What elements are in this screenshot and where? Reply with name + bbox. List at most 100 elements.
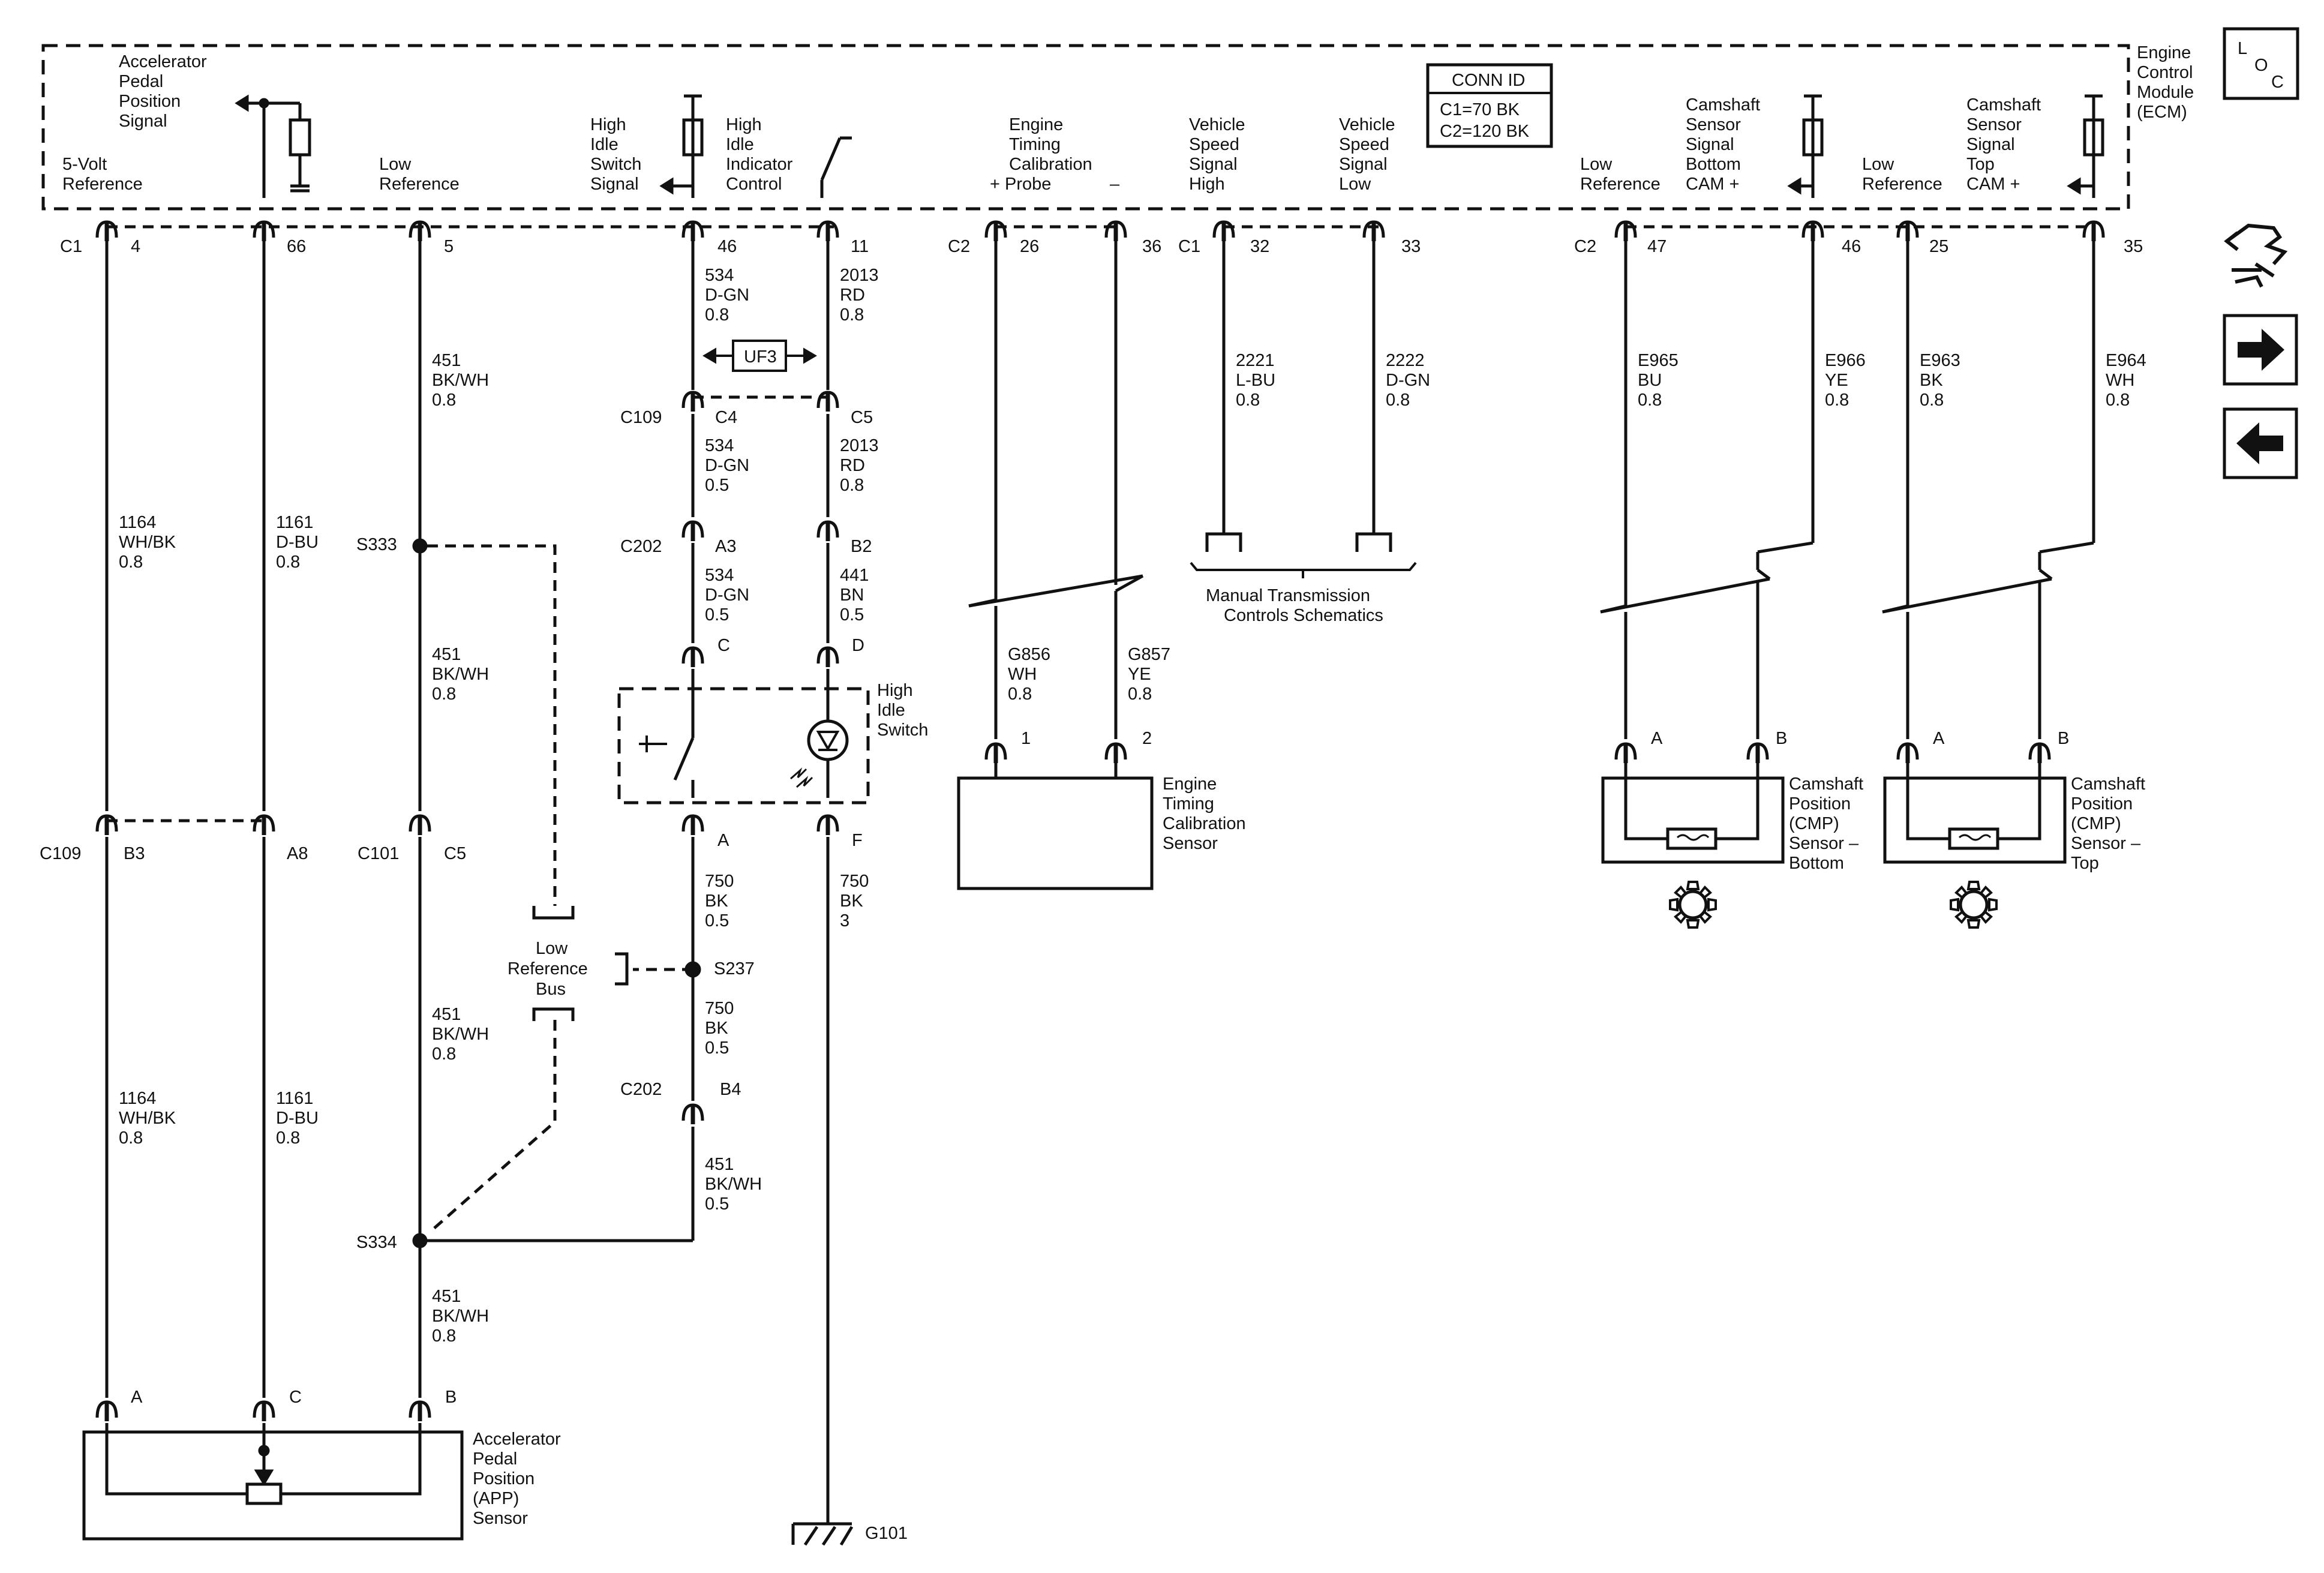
svg-text:YE: YE	[1128, 665, 1151, 684]
conn-app-b: B	[445, 1388, 457, 1407]
svg-text:Idle: Idle	[590, 135, 618, 154]
svg-text:O: O	[2254, 56, 2268, 75]
svg-text:Sensor: Sensor	[473, 1509, 528, 1528]
svg-text:Signal: Signal	[119, 112, 167, 131]
svg-text:0.8: 0.8	[1638, 391, 1662, 410]
svg-text:Reference: Reference	[508, 959, 588, 978]
svg-text:Engine: Engine	[2137, 43, 2191, 62]
conn-c5: C5	[851, 408, 873, 427]
svg-text:Signal: Signal	[1189, 155, 1238, 174]
wire-451-label: 451	[432, 645, 461, 664]
svg-text:0.8: 0.8	[432, 391, 456, 410]
svg-text:RD: RD	[840, 286, 865, 305]
svg-text:BK: BK	[840, 891, 863, 911]
svg-text:WH: WH	[1008, 665, 1037, 684]
conn-c2-label: C2	[948, 237, 970, 256]
wire-e966-label: E966	[1825, 351, 1866, 370]
pin-number: 66	[287, 237, 306, 256]
svg-text:0.8: 0.8	[119, 553, 143, 572]
pin-number: 46	[717, 237, 737, 256]
pin-label-cam-top: Camshaft	[1966, 95, 2041, 115]
svg-text:0.8: 0.8	[840, 305, 864, 325]
ecm-boundary	[41, 44, 2130, 211]
svg-text:BK/WH: BK/WH	[432, 1025, 489, 1044]
svg-text:Switch: Switch	[590, 155, 641, 174]
splice-s333: S333	[356, 535, 397, 554]
svg-text:CONN ID: CONN ID	[1452, 71, 1525, 90]
svg-text:Idle: Idle	[726, 135, 754, 154]
pin-label-vss-high: Vehicle	[1189, 115, 1245, 134]
wire-e963-label: E963	[1920, 351, 1960, 370]
svg-text:Camshaft: Camshaft	[2071, 775, 2145, 794]
pin-number: 33	[1401, 237, 1421, 256]
svg-text:0.5: 0.5	[705, 1194, 729, 1214]
svg-text:Idle: Idle	[877, 701, 905, 720]
svg-text:Position: Position	[473, 1469, 535, 1488]
wire-e964-label: E964	[2106, 351, 2146, 370]
svg-text:(CMP): (CMP)	[2071, 814, 2121, 833]
svg-text:Module: Module	[2137, 83, 2194, 102]
svg-text:Camshaft: Camshaft	[1789, 775, 1863, 794]
svg-text:BK: BK	[705, 891, 728, 911]
svg-text:Pedal: Pedal	[119, 72, 163, 91]
ecm-internal-cam-bottom	[1787, 94, 1824, 198]
pin-label-high-idle-indicator: High	[726, 115, 762, 134]
conn-cmp-a: A	[1933, 729, 1945, 748]
svg-text:Low: Low	[1339, 175, 1371, 194]
svg-text:Position: Position	[1789, 794, 1851, 813]
svg-text:L-BU: L-BU	[1236, 371, 1275, 390]
wire-1164-label: 1164	[119, 513, 156, 532]
pin-label-cam-bottom: Camshaft	[1686, 95, 1760, 115]
pin-label-high-idle-switch-signal: High	[590, 115, 626, 134]
conn-a3: A3	[715, 537, 736, 556]
svg-text:Low: Low	[536, 939, 568, 958]
high-idle-switch: High Idle Switch	[617, 681, 928, 804]
loc-button[interactable]: L O C	[2223, 27, 2299, 100]
svg-text:L: L	[2238, 39, 2247, 58]
svg-text:C2=120 BK: C2=120 BK	[1440, 122, 1530, 141]
conn-app-c: C	[289, 1388, 302, 1407]
ecm-label: Engine Control Module (ECM)	[2137, 43, 2194, 122]
svg-text:Timing: Timing	[1009, 135, 1061, 154]
svg-text:BK/WH: BK/WH	[432, 1307, 489, 1326]
engine-timing-calibration-sensor: Engine Timing Calibration Sensor	[957, 761, 1246, 890]
conn-etc-2: 2	[1142, 729, 1152, 748]
conn-c202: C202	[620, 1080, 662, 1099]
pin-label-low-ref-25: Low	[1862, 155, 1894, 174]
svg-text:BN: BN	[840, 586, 864, 605]
connector-info-icon[interactable]	[2224, 223, 2288, 288]
wire-1164-label: 1164	[119, 1089, 156, 1108]
svg-text:0.5: 0.5	[840, 605, 864, 625]
svg-text:Signal: Signal	[1686, 135, 1734, 154]
svg-text:0.8: 0.8	[1008, 685, 1032, 704]
svg-text:BK: BK	[705, 1019, 728, 1038]
conn-c101: C101	[358, 844, 399, 863]
ecm-internal-cam-top	[2067, 94, 2104, 198]
conn-d: D	[852, 636, 864, 655]
svg-text:High: High	[1189, 175, 1225, 194]
svg-text:Manual Transmission: Manual Transmission	[1206, 586, 1370, 605]
svg-text:Reference: Reference	[1862, 175, 1942, 194]
ground-symbol	[791, 1522, 854, 1546]
conn-cmp-a: A	[1651, 729, 1663, 748]
svg-text:Position: Position	[2071, 794, 2133, 813]
svg-text:0.8: 0.8	[2106, 391, 2130, 410]
svg-text:Calibration: Calibration	[1009, 155, 1092, 174]
wire-750-3-label: 750	[840, 872, 869, 891]
conn-c1-label: C1	[60, 237, 82, 256]
pin-number: 46	[1842, 237, 1861, 256]
conn-c2-label: C2	[1574, 237, 1596, 256]
previous-arrow-icon[interactable]	[2223, 407, 2298, 479]
svg-text:Reference: Reference	[379, 175, 460, 194]
conn-cmp-b: B	[2058, 729, 2069, 748]
svg-text:Sensor: Sensor	[1686, 115, 1741, 134]
wire-2013-label: 2013	[840, 266, 879, 285]
svg-text:Top: Top	[1966, 155, 1995, 174]
wire-750-label: 750	[705, 999, 734, 1018]
svg-text:Signal: Signal	[1966, 135, 2015, 154]
next-arrow-icon[interactable]	[2223, 314, 2298, 386]
wire-e965-label: E965	[1638, 351, 1679, 370]
conn-c109: C109	[620, 408, 662, 427]
svg-text:WH/BK: WH/BK	[119, 1109, 176, 1128]
svg-text:0.8: 0.8	[276, 553, 300, 572]
